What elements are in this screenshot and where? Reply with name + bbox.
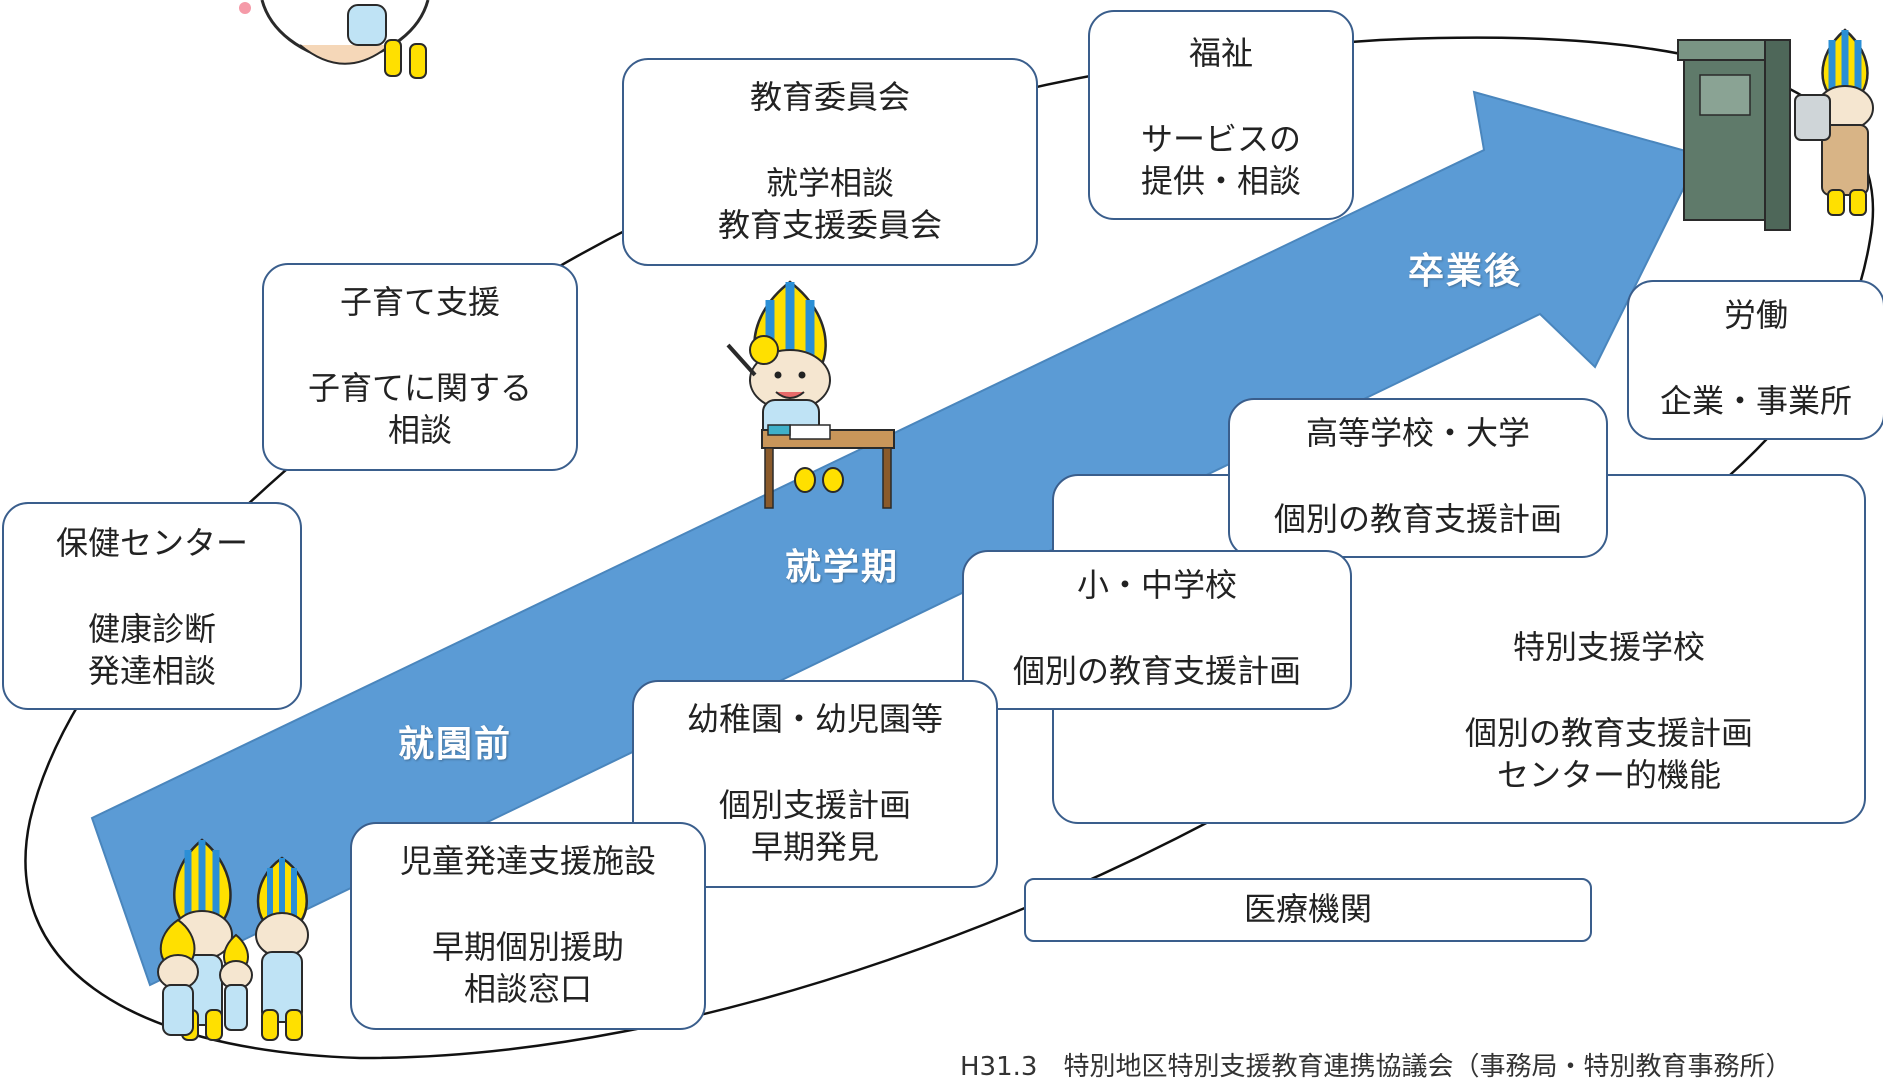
box-title: 医療機関 — [1243, 890, 1372, 928]
box-childcare: 子育て支援 子育てに関する 相談 — [262, 263, 578, 471]
box-kindergarten: 幼稚園・幼児園等 個別支援計画 早期発見 — [632, 680, 998, 888]
box-line: 提供・相談 — [1140, 162, 1301, 200]
box-title: 高等学校・大学 — [1305, 414, 1530, 452]
box-title: 児童発達支援施設 — [399, 842, 656, 880]
box-line: 子育てに関する — [307, 369, 532, 407]
box-line: 相談 — [387, 411, 452, 449]
box-title: 保健センター — [55, 524, 248, 562]
mascot-family-icon — [157, 838, 309, 1041]
box-title: 教育委員会 — [749, 78, 910, 116]
box-child-development: 児童発達支援施設 早期個別援助 相談窓口 — [350, 822, 706, 1030]
box-board-of-education: 教育委員会 就学相談 教育支援委員会 — [622, 58, 1038, 266]
box-medical: 医療機関 — [1024, 878, 1592, 942]
box-title: 福祉 — [1188, 34, 1253, 72]
box-elementary: 小・中学校 個別の教育支援計画 — [962, 550, 1352, 710]
mascot-worker-icon — [1677, 28, 1874, 231]
stage-label-after-graduation: 卒業後 — [1408, 251, 1523, 292]
box-line: 相談窓口 — [463, 970, 592, 1008]
stage-label-school: 就学期 — [785, 547, 900, 588]
box-line: 健康診断 — [87, 610, 216, 648]
box-title: 子育て支援 — [339, 283, 500, 321]
mascot-waving-icon — [726, 280, 895, 509]
box-line: 発達相談 — [87, 652, 216, 690]
stage-label-preschool: 就園前 — [398, 724, 513, 765]
diagram-canvas — [24, 0, 1875, 1060]
box-line: 個別の教育支援計画 — [1012, 652, 1301, 690]
box-line: 早期個別援助 — [431, 928, 624, 966]
box-line: 個別の教育支援計画 — [1273, 500, 1562, 538]
box-title: 幼稚園・幼児園等 — [686, 700, 943, 738]
mascot-heart-icon — [239, 0, 430, 79]
box-line: サービスの — [1140, 120, 1301, 158]
box-title: 小・中学校 — [1076, 566, 1237, 604]
box-high-school: 高等学校・大学 個別の教育支援計画 — [1228, 398, 1608, 558]
box-line: 個別の教育支援計画 — [1464, 714, 1753, 752]
box-line: 個別支援計画 — [718, 786, 911, 824]
box-labor: 労働 企業・事業所 — [1627, 280, 1883, 440]
box-line: 教育支援委員会 — [717, 206, 942, 244]
box-health-center: 保健センター 健康診断 発達相談 — [2, 502, 302, 710]
box-line: センター的機能 — [1496, 756, 1721, 794]
box-line: 企業・事業所 — [1659, 382, 1852, 420]
footer-credit: H31.3 特別地区特別支援教育連携協議会（事務局・特別教育事務所） — [960, 1052, 1792, 1082]
box-welfare: 福祉 サービスの 提供・相談 — [1088, 10, 1354, 220]
box-title: 特別支援学校 — [1512, 628, 1705, 666]
box-title: 労働 — [1723, 296, 1788, 334]
box-line: 早期発見 — [750, 828, 879, 866]
box-line: 就学相談 — [765, 164, 894, 202]
